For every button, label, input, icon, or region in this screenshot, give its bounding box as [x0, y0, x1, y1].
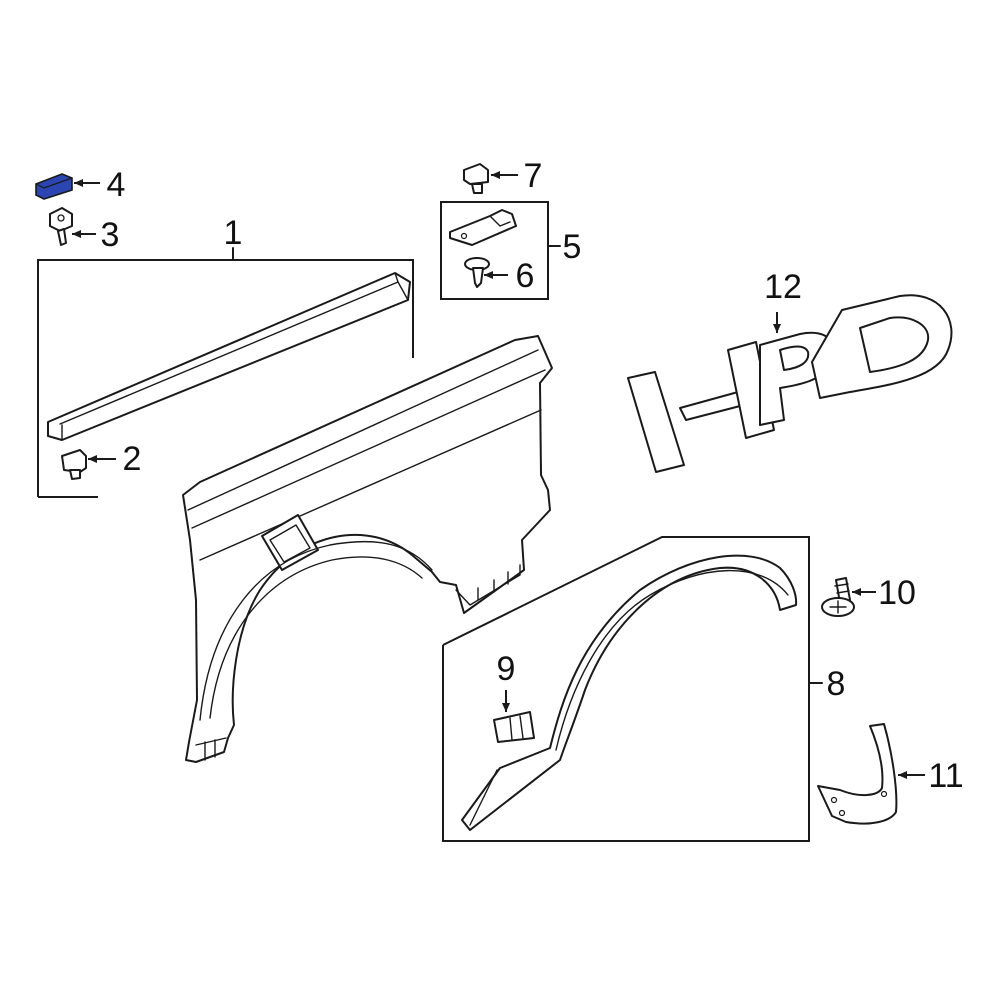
callout-5: 5 — [563, 228, 582, 266]
group-box-8 — [442, 536, 823, 842]
side-moulding-part-1[interactable] — [47, 272, 411, 441]
callout-11: 11 — [928, 757, 963, 795]
wheel-arch-moulding-part-8[interactable] — [461, 554, 798, 831]
clip-part-2[interactable] — [61, 449, 116, 480]
callout-9: 9 — [497, 650, 516, 688]
bracket-part-5[interactable] — [449, 209, 517, 246]
screw-part-10[interactable] — [821, 577, 876, 617]
group-box-1 — [37, 247, 414, 498]
callout-6: 6 — [516, 257, 535, 295]
callout-3: 3 — [101, 216, 120, 254]
group-box-5 — [440, 201, 561, 300]
screw-part-6[interactable] — [464, 257, 508, 288]
callout-7: 7 — [524, 157, 543, 195]
hpd-emblem-part-12[interactable] — [627, 294, 953, 473]
callout-12: 12 — [764, 268, 802, 306]
callout-2: 2 — [123, 440, 142, 478]
pad-part-4[interactable] — [35, 173, 100, 200]
callout-8: 8 — [827, 665, 846, 703]
quarter-panel — [182, 335, 553, 763]
callout-4: 4 — [107, 166, 126, 204]
retainer-part-9[interactable] — [493, 690, 535, 743]
callout-10: 10 — [878, 574, 916, 612]
push-clip-part-3[interactable] — [49, 207, 96, 246]
mud-flap-part-11[interactable] — [817, 723, 925, 825]
clip-part-7[interactable] — [463, 163, 518, 194]
callout-1: 1 — [224, 214, 243, 252]
